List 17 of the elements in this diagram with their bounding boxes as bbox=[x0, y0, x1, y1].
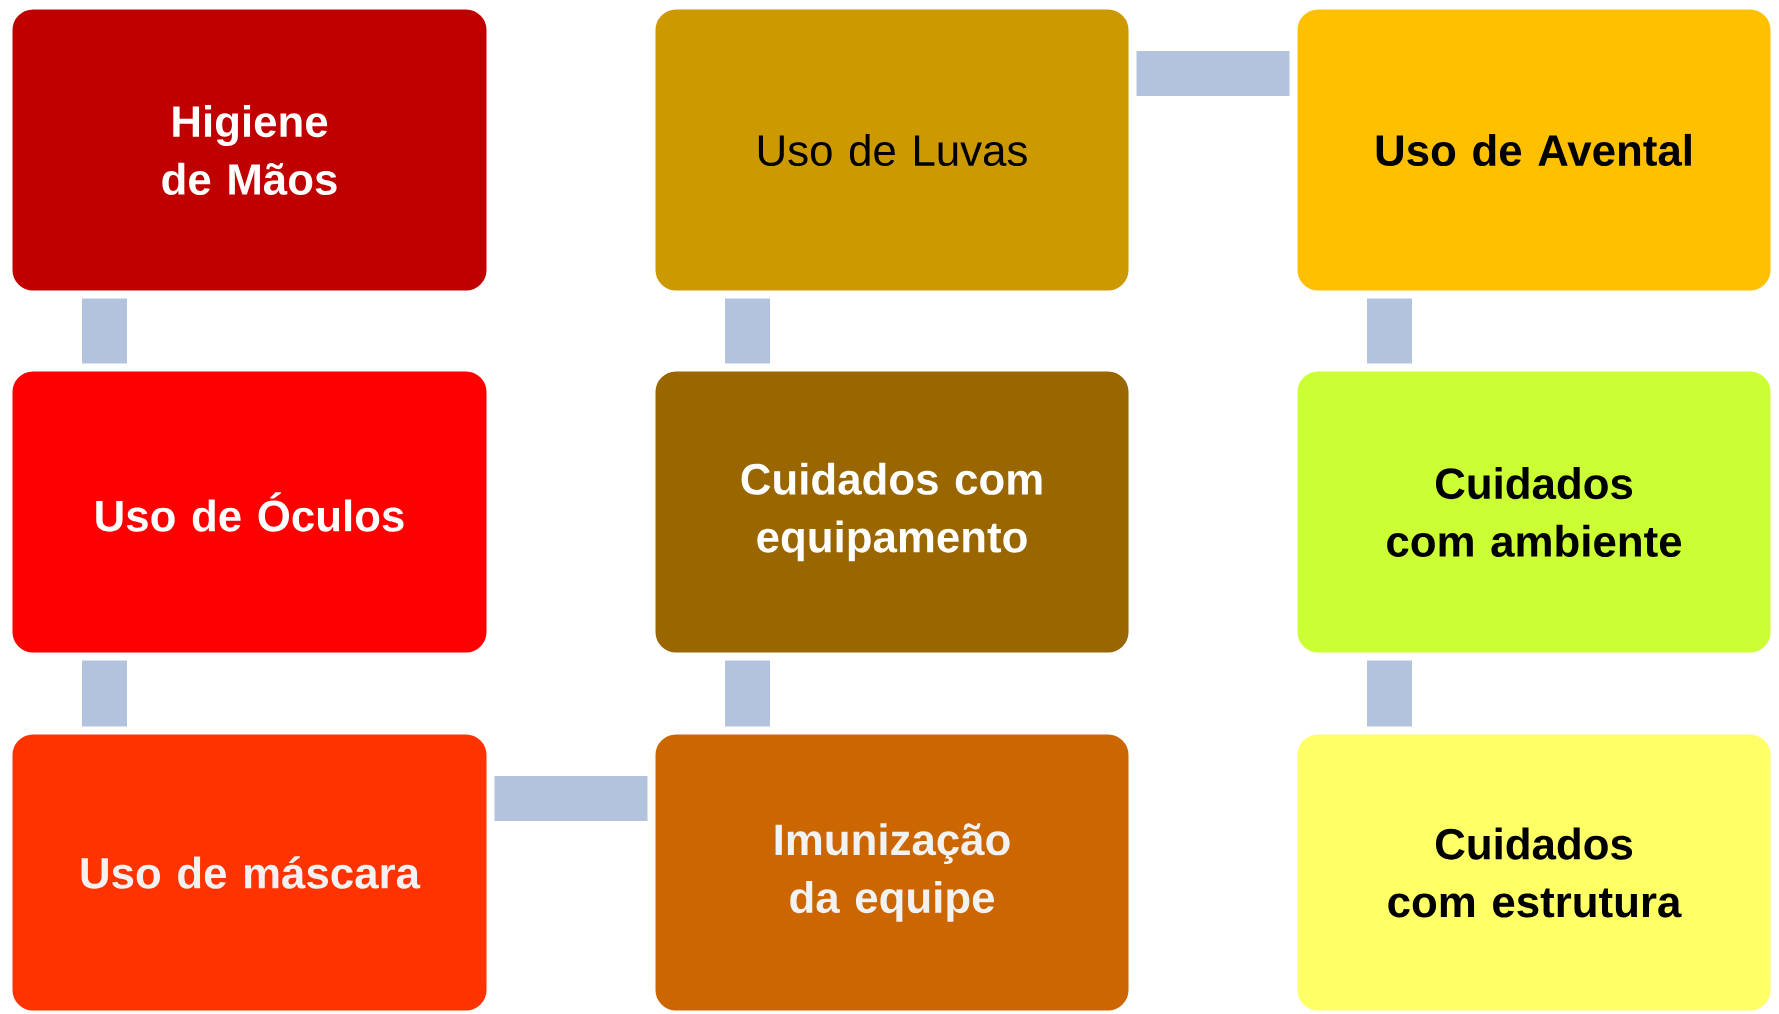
process-box: Uso de Avental bbox=[1294, 6, 1774, 294]
connector-bar bbox=[1136, 51, 1290, 96]
connector-bar bbox=[494, 776, 648, 821]
process-box: Uso de Óculos bbox=[9, 368, 490, 656]
connector-bar bbox=[82, 298, 127, 364]
connector-bar bbox=[1367, 298, 1412, 364]
connector-bar bbox=[1367, 660, 1412, 727]
process-box: Higiene de Mãos bbox=[9, 6, 490, 294]
connector-bar bbox=[725, 298, 770, 364]
connector-bar bbox=[82, 660, 127, 727]
connector-bar bbox=[725, 660, 770, 727]
process-box: Cuidados com estrutura bbox=[1294, 731, 1774, 1014]
process-box: Imunização da equipe bbox=[652, 731, 1132, 1014]
process-box: Uso de Luvas bbox=[652, 6, 1132, 294]
process-box: Cuidados com ambiente bbox=[1294, 368, 1774, 656]
process-box: Uso de máscara bbox=[9, 731, 490, 1014]
process-box: Cuidados com equipamento bbox=[652, 368, 1132, 656]
